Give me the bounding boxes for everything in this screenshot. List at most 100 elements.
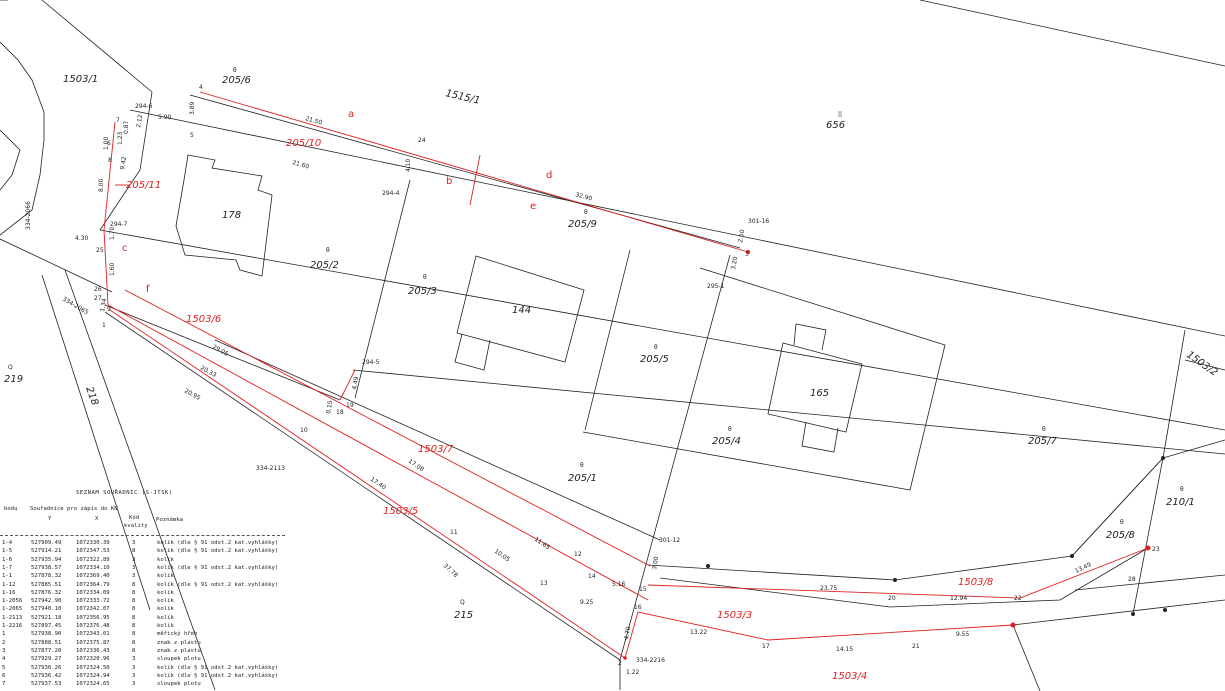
coord-cell-x: 1072330.39	[76, 540, 110, 546]
measurement: 17.40	[369, 476, 387, 492]
header-note: Poznámka	[156, 517, 183, 523]
coord-cell-x: 1072320.96	[76, 656, 110, 663]
point-label: 334-2216	[636, 657, 665, 664]
point-label: 294-7	[110, 221, 128, 228]
point-label: 301-16	[748, 218, 769, 225]
measurement: 8.00	[98, 178, 105, 192]
new-parcel-label: 205/10	[286, 138, 321, 149]
measurement: 1.34	[99, 298, 108, 313]
measurement: 2.12	[135, 114, 144, 129]
coord-cell-q: 8	[132, 581, 136, 588]
coord-cell-q: 8	[132, 548, 136, 555]
header-y: Y	[48, 516, 52, 522]
point-label: 334-2066	[25, 201, 32, 230]
coord-cell-x: 1072324.65	[76, 681, 110, 688]
coord-cell-id: 1-5	[2, 548, 13, 555]
point-marker	[623, 656, 627, 660]
coord-cell-x: 1072376.48	[76, 623, 110, 629]
point-number: 7	[116, 117, 120, 124]
coordinate-table-title: SEZNAM SOUŘADNIC (S-JTSK)	[76, 490, 173, 496]
coord-cell-x: 1072343.01	[76, 631, 110, 638]
parcel-label: 205/2	[310, 260, 339, 271]
part-letter: e	[530, 201, 536, 212]
measurement: 2.50	[737, 229, 746, 244]
measurement: 1.60	[109, 262, 116, 276]
coord-cell-q: 8	[132, 606, 136, 613]
coord-cell-x: 1072334.09	[76, 589, 110, 596]
measurement: 32.90	[574, 191, 593, 203]
coord-cell-q: 8	[132, 623, 136, 629]
coord-cell-id: 1-2216	[2, 623, 23, 629]
coord-cell-note: sloupek plotu	[157, 681, 201, 688]
measurement: 14.15	[836, 646, 853, 653]
coordinate-table: SEZNAM SOUŘADNIC (S-JTSK) bodu Souřadnic…	[0, 488, 300, 691]
parcel-label: 215	[454, 610, 473, 621]
parcel-label: 218	[83, 385, 100, 407]
parcel-symbol: ||	[838, 111, 842, 118]
parcel-symbol: θ	[728, 426, 732, 433]
table-separator	[0, 535, 285, 536]
point-number: 10	[300, 427, 308, 434]
parcel-label: 205/4	[712, 436, 741, 447]
point-number: 5	[190, 132, 194, 139]
parcel-symbol: Q	[8, 364, 13, 371]
measurement: 11.65	[533, 536, 551, 552]
point-number: 19	[346, 402, 354, 409]
parcel-label: 210/1	[1166, 497, 1195, 508]
coord-cell-x: 1072334.10	[76, 564, 110, 571]
point-number: 14	[588, 573, 596, 580]
coord-cell-note: kolík	[157, 589, 174, 596]
coord-cell-id: 1-6	[2, 556, 13, 563]
point-number: 9	[107, 306, 111, 313]
parcel-label: 178	[222, 210, 241, 221]
coord-cell-y: 527909.49	[31, 540, 62, 546]
point-marker	[1070, 554, 1074, 558]
coord-cell-id: 6	[2, 672, 6, 679]
coord-cell-y: 527940.10	[31, 606, 62, 613]
point-numbers: 4 5 6 7 8 24 25 26 27 9 1 3 19 18 14 15 …	[94, 84, 1160, 667]
parcel-label: 1503/2	[1184, 349, 1219, 378]
new-parcel-label: 1503/3	[717, 610, 752, 621]
point-number: 23	[1152, 546, 1160, 553]
point-number: 6	[107, 140, 111, 147]
coord-cell-q: 3	[132, 556, 136, 563]
point-number: 13	[540, 580, 548, 587]
coord-cell-y: 527938.57	[31, 564, 62, 571]
point-number: 8	[108, 157, 112, 164]
parcel-symbol: θ	[1180, 486, 1184, 493]
coord-cell-note: sloupek plotu	[157, 656, 201, 663]
point-number: 16	[634, 604, 642, 611]
new-parcel-label: 1503/5	[383, 506, 418, 517]
parcel-symbol: θ	[654, 344, 658, 351]
coord-cell-id: 1-7	[2, 564, 13, 571]
coord-cell-x: 1072375.87	[76, 639, 110, 646]
point-marker	[1010, 622, 1016, 628]
part-letter: c	[122, 243, 128, 254]
parcel-label: 219	[4, 374, 23, 385]
new-parcel-label: 1503/7	[418, 444, 454, 455]
coord-cell-note: kolík (dle § 91 odst.2 kat.vyhlášky)	[157, 564, 279, 571]
parcel-label: 205/7	[1028, 436, 1057, 447]
point-number: 22	[1014, 595, 1022, 602]
coord-cell-q: 3	[132, 656, 136, 663]
coord-cell-y: 527937.53	[31, 681, 62, 688]
parcel-label: 205/9	[568, 219, 597, 230]
part-letter: a	[348, 109, 354, 120]
coord-cell-x: 1072333.72	[76, 598, 110, 605]
header-point: bodu	[4, 506, 18, 512]
coord-cell-note: kolík	[157, 598, 174, 605]
point-marker	[1163, 608, 1167, 612]
measurement: 1.00	[103, 136, 110, 150]
point-number: 15	[639, 586, 647, 593]
coord-cell-note: kolík (dle § 91 odst.2 kat.vyhlášky)	[157, 672, 279, 679]
coord-cell-x: 1072356.95	[76, 614, 110, 621]
parcel-symbol: θ	[580, 462, 584, 469]
part-letter: b	[446, 176, 452, 187]
building-178	[175, 154, 273, 277]
point-marker	[1131, 612, 1135, 616]
parcel-label: 205/6	[222, 75, 251, 86]
new-parcel-label: 1503/4	[832, 671, 867, 682]
measurement: 4.10	[405, 158, 412, 172]
coord-cell-id: 1-4	[2, 540, 13, 546]
